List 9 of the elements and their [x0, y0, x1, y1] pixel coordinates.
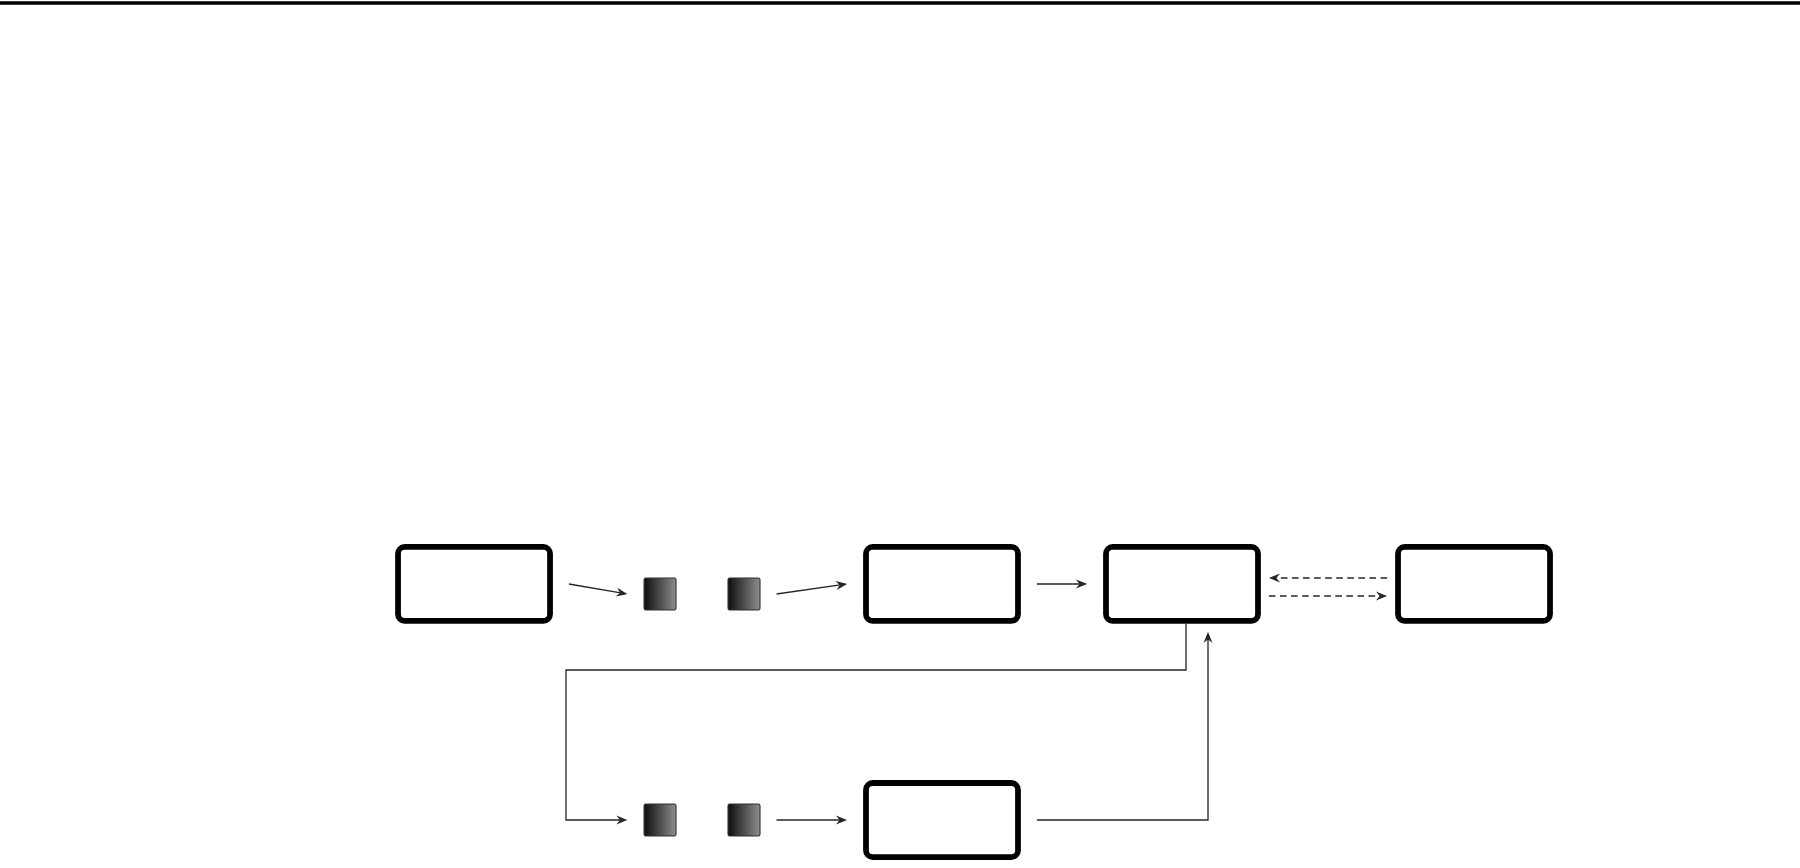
- process-box: [863, 544, 1021, 624]
- process-box: [395, 544, 553, 624]
- dark-square: [727, 577, 761, 611]
- process-box: [863, 780, 1021, 860]
- process-box: [1395, 544, 1553, 624]
- process-box: [1103, 544, 1261, 624]
- dark-square: [643, 577, 677, 611]
- dark-square: [727, 803, 761, 837]
- dark-square: [643, 803, 677, 837]
